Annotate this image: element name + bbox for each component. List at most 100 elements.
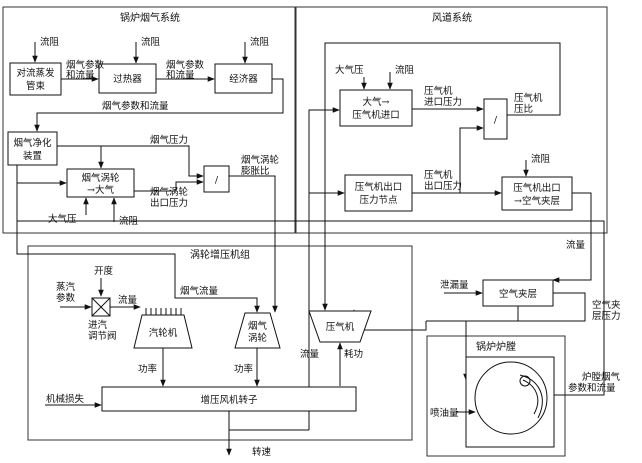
block-pressure-ratio-divider-label: / [494,115,498,126]
block-flue-gas-cleaning-l1: 烟气净化 [13,137,52,149]
label-atm-pressure-2: 大气压 [335,64,364,76]
block-convective-tube-l1: 对流蒸发 [16,67,55,79]
block-compressor-outlet-node-l1: 压气机出口 [355,181,403,193]
block-expansion-ratio-divider-label: / [215,175,219,186]
label-steam-a: 蒸汽 [56,281,76,293]
block-convective-tube [9,62,62,96]
arrow-flow-to-inlet [308,107,340,430]
label-opening: 开度 [94,265,114,277]
block-atm-to-compressor-inlet-l2: 压气机进口 [352,109,400,121]
group-title-turbocharger: 涡轮增压机组 [190,248,250,261]
label-resistance-5: 流阻 [395,64,415,76]
block-compressor-outlet-node [344,174,413,212]
block-superheater [98,63,157,94]
flue-turbine-shape [234,312,281,349]
steam-turbine-shape [133,314,193,349]
label-furnace-flue-b: 参数和流量 [568,382,616,394]
label-expansion-ratio-a: 烟气涡轮 [241,154,280,166]
arrow-expansion-ratio-to-turbine [229,175,278,313]
label-furnace-flue-a: 炉膛烟气 [582,371,621,383]
line-jacket-pressure-feedback [426,292,586,322]
block-expansion-ratio-divider [203,165,230,193]
label-flow-1: 流量 [566,239,586,251]
group-air-duct [295,6,608,234]
block-steam-turbine-label: 汽轮机 [149,327,178,339]
label-mechanical-loss: 机械损失 [46,393,85,405]
block-rotor-label: 增压风机转子 [200,394,258,406]
label-resistance-3: 流阻 [250,36,270,48]
label-outlet-pressure-a: 压气机 [424,169,453,181]
label-power-1: 功率 [138,363,158,375]
label-expansion-ratio-b: 膨胀比 [241,165,270,177]
label-power-consumption: 耗功 [344,349,363,360]
arrow-flue-pressure-to-ratio [101,145,204,179]
label-speed: 转速 [252,446,272,458]
block-air-jacket [482,279,554,307]
group-turbocharger [27,245,413,441]
label-outlet-pressure-b: 出口压力 [424,180,462,192]
block-flue-turbine-l1: 烟气 [248,320,268,332]
block-flue-turbine-to-atm [66,168,135,198]
label-flue-flow: 烟气流量 [180,285,219,297]
arrow-turbine-outlet-to-ratio [134,179,204,192]
group-title-boiler-furnace: 锅炉炉膛 [476,340,516,353]
label-leakage: 泄漏量 [440,279,469,291]
group-boiler-furnace [426,335,566,457]
valve-diag-2 [91,297,111,317]
block-atm-to-compressor-inlet-l1: 大气→ [363,96,390,108]
block-flue-turbine-to-atm-l1: 烟气涡轮 [81,172,120,184]
label-inlet-pressure-a: 压气机 [424,85,453,97]
block-convective-tube-l2: 管束 [26,80,46,92]
label-steam-b: 参数 [56,292,76,304]
block-flue-gas-cleaning-l2: 装置 [23,150,42,162]
arrow-pressure-ratio-to-compressor [322,42,561,311]
label-resistance-6: 流阻 [531,153,551,165]
label-power-2: 功率 [234,363,254,375]
group-boiler-flue-gas [2,6,296,234]
compressor-shape [308,310,372,343]
label-valve-b: 调节阀 [88,330,117,342]
label-resistance-2: 流阻 [141,36,161,48]
burner-dot [519,375,531,387]
steam-turbine-blades [145,308,182,315]
block-compressor-outlet-node-l2: 压力节点 [359,194,398,206]
label-flue-pressure: 烟气压力 [150,134,188,146]
block-flue-turbine-l2: 涡轮 [248,332,268,344]
block-outlet-to-jacket-l2: →空气夹层 [514,195,560,207]
arrow-flue-flow [16,165,260,313]
block-pressure-ratio-divider [483,98,508,140]
label-pressure-ratio-a: 压气机 [514,92,543,104]
label-flue-params-1b: 和流量 [66,69,95,81]
group-title-air-duct: 风道系统 [432,11,472,24]
flame-arc-1 [519,374,543,419]
line-furnace-flue-return [17,220,605,396]
label-resistance-1: 流阻 [40,36,60,48]
block-outlet-to-jacket-l1: 压气机出口 [513,182,561,194]
arrow-outlet-pressure-to-divider [412,125,484,194]
label-flow-3: 流量 [300,348,320,360]
label-valve-a: 进汽 [88,319,108,331]
block-air-jacket-label: 空气夹层 [499,288,537,300]
furnace-body [465,356,555,448]
arrow-economizer-to-cleaning [34,78,284,132]
group-title-boiler-flue-gas: 锅炉烟气系统 [120,11,180,24]
block-rotor [101,386,357,412]
label-turbine-outlet-b: 出口压力 [150,197,188,209]
block-compressor-label: 压气机 [326,321,355,333]
block-economizer-label: 经济器 [229,73,258,85]
arrow-flue-pressure-to-turbine [57,145,104,169]
arrow-flow-to-jacket [552,192,592,283]
label-inlet-pressure-b: 进口压力 [424,96,462,108]
label-jacket-pressure-a: 空气夹 [592,299,621,311]
label-flue-params-line: 烟气参数和流量 [102,100,169,112]
label-flue-params-2b: 和流量 [166,69,195,81]
label-atm-pressure-1: 大气压 [48,213,77,225]
block-flue-turbine-to-atm-l2: →大气 [87,184,114,196]
furnace-circle [474,361,548,435]
flame-arc-2 [522,379,539,415]
label-jacket-pressure-b: 层压力 [592,310,621,322]
label-flow-2: 流量 [118,294,138,306]
label-fuel-injection: 喷油量 [430,407,459,419]
